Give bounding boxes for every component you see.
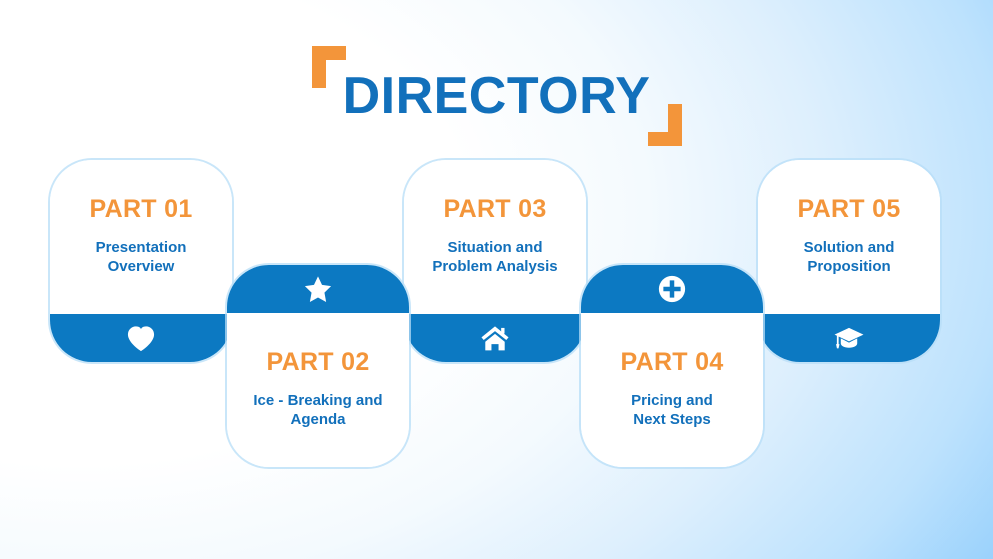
graduation-cap-icon	[833, 324, 865, 352]
card-description-line: Solution and	[803, 238, 895, 256]
card-icon-band	[50, 314, 232, 362]
directory-card-part-03[interactable]: PART 03 Situation and Problem Analysis	[404, 160, 586, 362]
card-icon-band	[581, 265, 763, 313]
directory-card-part-02[interactable]: PART 02 Ice - Breaking and Agenda	[227, 265, 409, 467]
card-part-label: PART 01	[89, 195, 193, 224]
card-description: Ice - Breaking and Agenda	[253, 391, 382, 429]
card-body: PART 04 Pricing and Next Steps	[581, 313, 763, 467]
card-body: PART 01 Presentation Overview	[50, 160, 232, 314]
card-part-label: PART 05	[797, 195, 901, 224]
star-icon	[303, 275, 333, 304]
card-description-line: Proposition	[807, 257, 891, 275]
card-description-line: Overview	[107, 257, 175, 275]
card-description: Situation and Problem Analysis	[432, 238, 557, 276]
corner-bracket-bottom-right-icon	[647, 104, 682, 146]
card-description-line: Next Steps	[633, 410, 711, 428]
card-description: Pricing and Next Steps	[631, 391, 713, 429]
card-description-line: Situation and	[447, 238, 543, 256]
house-icon	[480, 324, 510, 352]
card-description-line: Problem Analysis	[432, 257, 558, 275]
card-part-label: PART 03	[443, 195, 547, 224]
card-description-line: Pricing and	[631, 391, 713, 409]
card-icon-band	[227, 265, 409, 313]
card-body: PART 05 Solution and Proposition	[758, 160, 940, 314]
plus-circle-icon	[657, 274, 687, 304]
card-description-line: Ice - Breaking and	[253, 391, 383, 409]
card-description-line: Agenda	[290, 410, 346, 428]
directory-card-part-01[interactable]: PART 01 Presentation Overview	[50, 160, 232, 362]
card-body: PART 03 Situation and Problem Analysis	[404, 160, 586, 314]
card-icon-band	[404, 314, 586, 362]
directory-card-part-05[interactable]: PART 05 Solution and Proposition	[758, 160, 940, 362]
card-part-label: PART 04	[620, 348, 724, 377]
directory-card-part-04[interactable]: PART 04 Pricing and Next Steps	[581, 265, 763, 467]
card-icon-band	[758, 314, 940, 362]
card-description: Solution and Proposition	[804, 238, 895, 276]
card-description-line: Presentation	[95, 238, 187, 256]
card-part-label: PART 02	[266, 348, 370, 377]
heart-icon	[126, 324, 156, 352]
slide-title-block: DIRECTORY	[0, 46, 993, 146]
card-description: Presentation Overview	[96, 238, 187, 276]
card-body: PART 02 Ice - Breaking and Agenda	[227, 313, 409, 467]
page-title: DIRECTORY	[342, 67, 651, 125]
title-inner: DIRECTORY	[311, 46, 682, 146]
corner-bracket-top-left-icon	[311, 46, 346, 88]
